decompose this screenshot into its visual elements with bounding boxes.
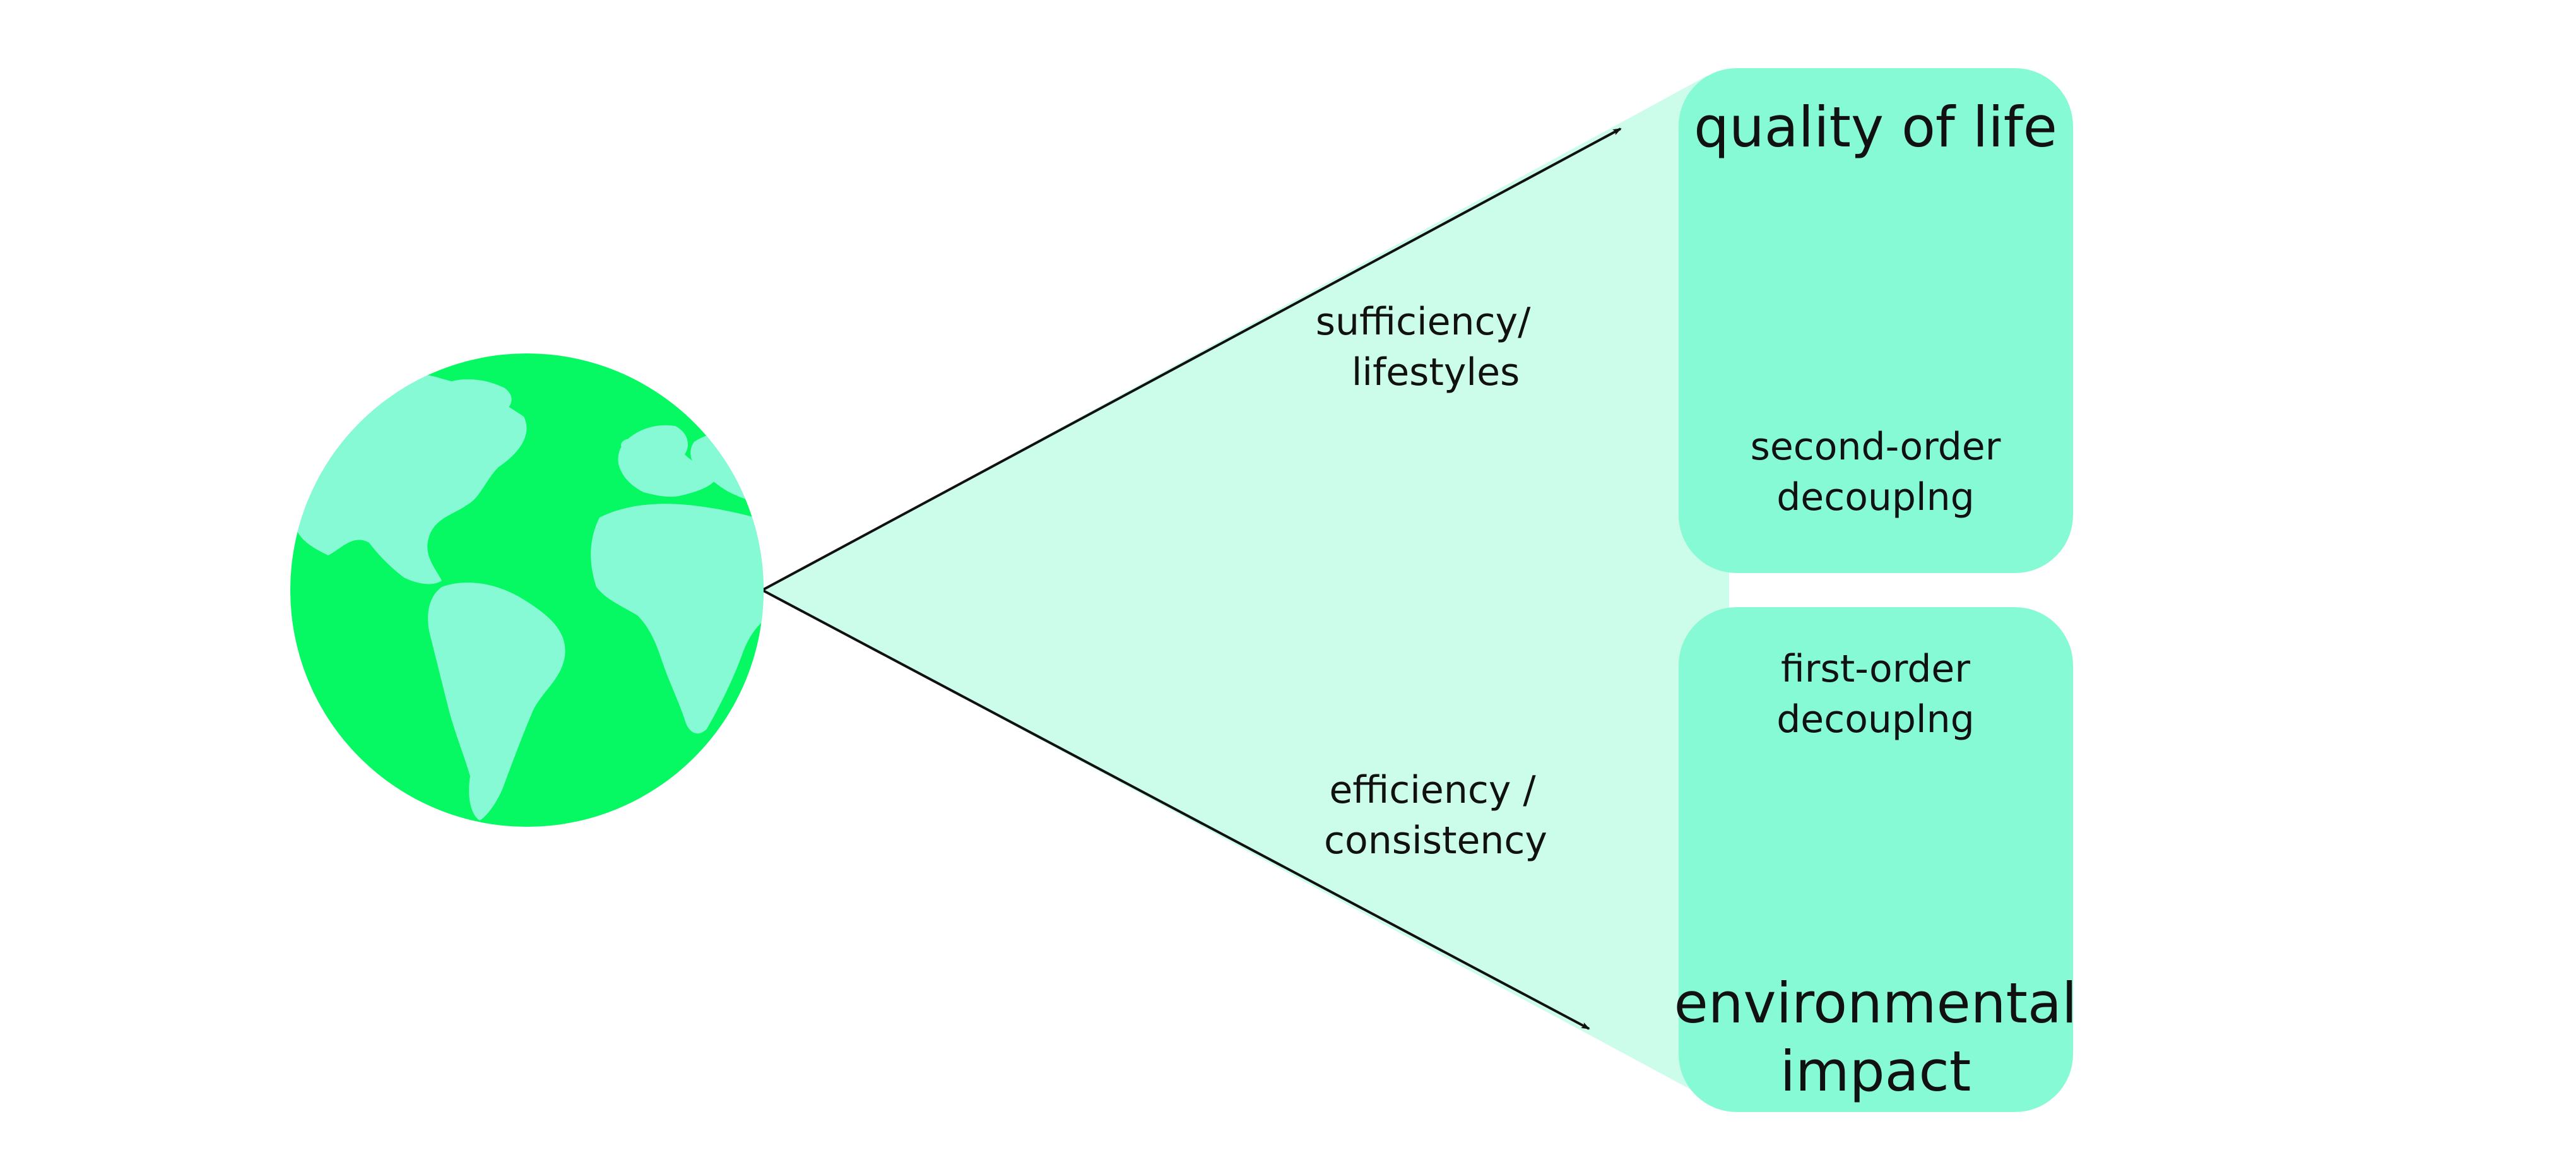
environmental-impact-title-line1: environmental <box>1674 971 2077 1036</box>
upper-arrow <box>762 127 1622 591</box>
island-shape <box>655 475 670 485</box>
efficiency-label-line2: consistency <box>1324 819 1547 863</box>
sufficiency-label-line2: lifestyles <box>1352 350 1520 394</box>
first-order-label-line1: first-order <box>1781 647 1970 691</box>
south-america-shape <box>428 582 565 820</box>
efficiency-label-line1: efficiency / <box>1329 768 1536 812</box>
africa-shape <box>591 504 764 734</box>
island-shape <box>621 439 641 451</box>
island-shape <box>385 395 423 413</box>
europe-shape <box>618 425 716 497</box>
second-order-label-line2: decouplng <box>1776 475 1975 519</box>
greenland-shape <box>438 379 512 420</box>
second-order-label-line1: second-order <box>1751 425 2001 469</box>
first-order-label-line2: decouplng <box>1776 697 1975 742</box>
environmental-impact-box <box>1679 607 2073 1112</box>
quality-of-life-box <box>1679 68 2073 573</box>
globe-icon <box>290 353 764 827</box>
quality-of-life-title: quality of life <box>1694 95 2057 160</box>
environmental-impact-title-line2: impact <box>1780 1039 1971 1104</box>
lower-arrow <box>762 589 1590 1030</box>
projection-cone <box>762 76 1729 1098</box>
sufficiency-label-line1: sufficiency/ <box>1316 300 1531 344</box>
